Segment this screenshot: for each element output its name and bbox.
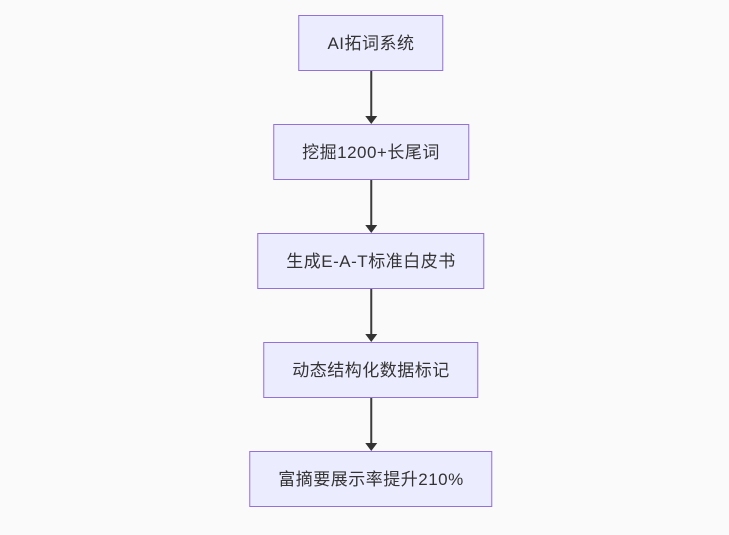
arrowhead-down-icon — [364, 334, 377, 342]
flow-node-eat-whitepaper: 生成E-A-T标准白皮书 — [257, 233, 485, 289]
node-label: 生成E-A-T标准白皮书 — [286, 251, 456, 271]
edge-line — [369, 398, 372, 443]
flow-edge — [364, 289, 377, 342]
flow-edge — [364, 180, 377, 233]
flowchart: AI拓词系统 挖掘1200+长尾词 生成E-A-T标准白皮书 动态结构化数据标记… — [249, 15, 493, 507]
edge-line — [369, 180, 372, 225]
node-label: AI拓词系统 — [327, 33, 415, 53]
node-label: 富摘要展示率提升210% — [278, 469, 464, 489]
flow-edge — [364, 398, 377, 451]
arrowhead-down-icon — [364, 225, 377, 233]
flow-node-longtail-mining: 挖掘1200+长尾词 — [273, 124, 469, 180]
node-label: 挖掘1200+长尾词 — [302, 142, 440, 162]
flow-node-rich-snippet-result: 富摘要展示率提升210% — [249, 451, 493, 507]
edge-line — [369, 289, 372, 334]
arrowhead-down-icon — [364, 116, 377, 124]
flow-node-structured-data: 动态结构化数据标记 — [263, 342, 479, 398]
flow-edge — [364, 71, 377, 124]
node-label: 动态结构化数据标记 — [292, 360, 450, 380]
edge-line — [369, 71, 372, 116]
flow-node-ai-word-system: AI拓词系统 — [298, 15, 444, 71]
arrowhead-down-icon — [364, 443, 377, 451]
